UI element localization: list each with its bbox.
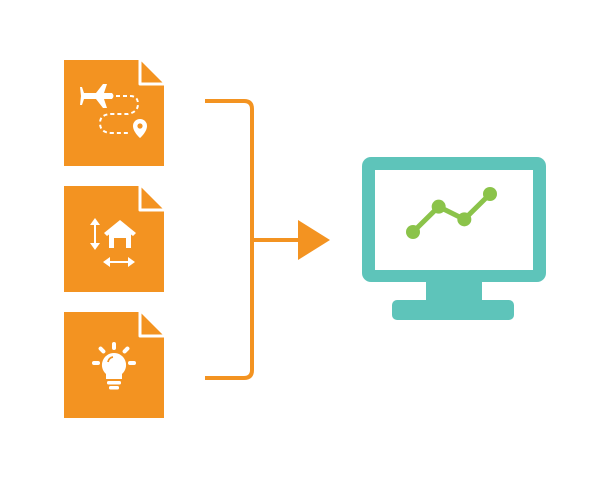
line-trend-icon [406, 187, 497, 239]
document-fold [138, 186, 164, 212]
monitor-icon [362, 157, 546, 320]
merge-connector [205, 99, 330, 380]
trend-point [431, 199, 446, 214]
document-idea [64, 312, 164, 418]
document-fold [138, 60, 164, 86]
trend-point [483, 187, 497, 201]
monitor-screen [375, 170, 533, 270]
monitor-neck [426, 282, 482, 300]
document-travel [64, 60, 164, 166]
trend-point [457, 212, 472, 227]
document-fold [138, 312, 164, 338]
lightbulb-icon [92, 342, 136, 390]
monitor-stand [392, 300, 514, 320]
document-property [64, 186, 164, 292]
trend-point [406, 225, 420, 239]
house-dimensions-icon [90, 218, 136, 267]
arrow-head-icon [298, 220, 330, 260]
flight-route-icon [80, 84, 147, 138]
